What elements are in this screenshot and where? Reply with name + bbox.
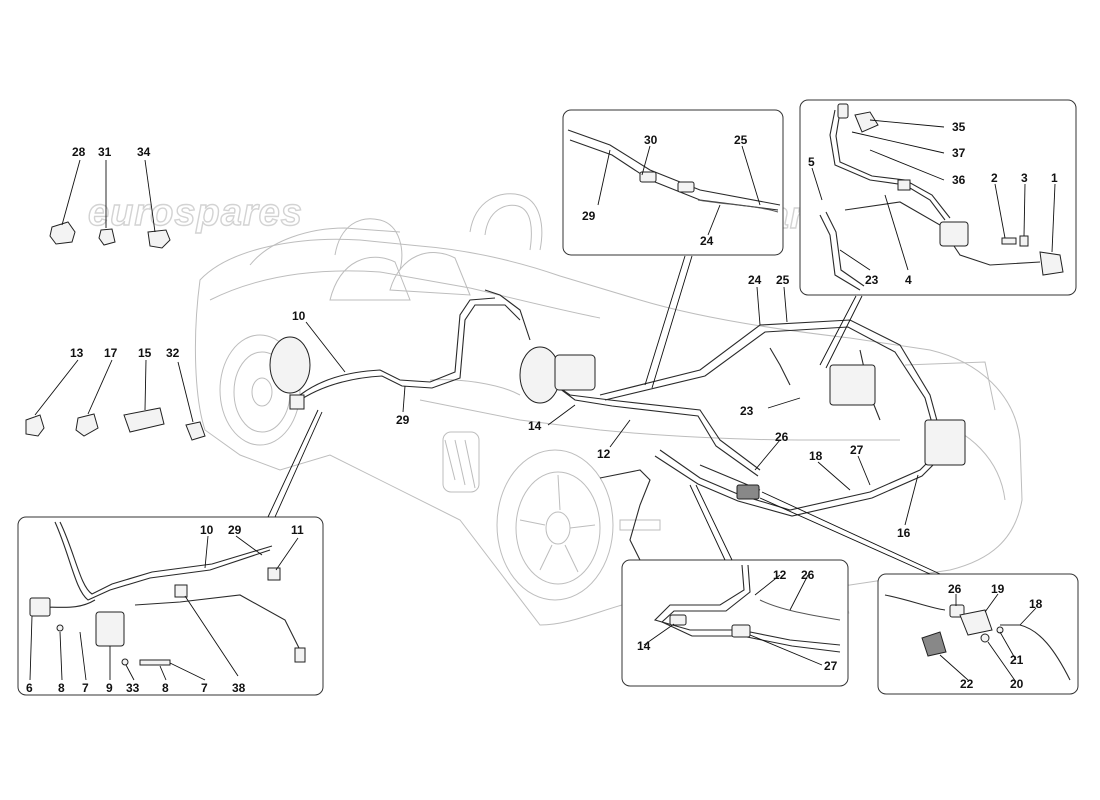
leader-lines xyxy=(29,119,1056,683)
callout-18: 18 xyxy=(1029,597,1043,611)
detail-box-top-right xyxy=(799,99,1077,296)
callout-5: 5 xyxy=(808,155,815,169)
callout-17: 17 xyxy=(104,346,118,360)
callout-8: 8 xyxy=(162,681,169,695)
callout-26: 26 xyxy=(801,568,815,582)
callout-15: 15 xyxy=(138,346,152,360)
callout-7: 7 xyxy=(82,681,89,695)
callout-29: 29 xyxy=(228,523,242,537)
callout-4: 4 xyxy=(905,273,912,287)
callout-13: 13 xyxy=(70,346,84,360)
callout-14: 14 xyxy=(637,639,651,653)
callout-21: 21 xyxy=(1010,653,1024,667)
callout-16: 16 xyxy=(897,526,911,540)
callout-19: 19 xyxy=(991,582,1005,596)
callout-32: 32 xyxy=(166,346,180,360)
callout-30: 30 xyxy=(644,133,658,147)
callout-9: 9 xyxy=(106,681,113,695)
callout-8: 8 xyxy=(58,681,65,695)
callout-23: 23 xyxy=(740,404,754,418)
callout-7: 7 xyxy=(201,681,208,695)
callout-26: 26 xyxy=(948,582,962,596)
callout-18: 18 xyxy=(809,449,823,463)
detail-box-bottom-right xyxy=(877,573,1079,695)
callout-2: 2 xyxy=(991,171,998,185)
callout-29: 29 xyxy=(582,209,596,223)
callout-10: 10 xyxy=(200,523,214,537)
callout-29: 29 xyxy=(396,413,410,427)
callout-22: 22 xyxy=(960,677,974,691)
detail-box-top-center xyxy=(562,109,784,256)
callout-14: 14 xyxy=(528,419,542,433)
loose-clips xyxy=(25,221,206,441)
callout-25: 25 xyxy=(776,273,790,287)
callout-27: 27 xyxy=(824,659,838,673)
callout-34: 34 xyxy=(137,145,151,159)
callout-37: 37 xyxy=(952,146,966,160)
callout-27: 27 xyxy=(850,443,864,457)
callout-31: 31 xyxy=(98,145,112,159)
detail-box-bottom-left xyxy=(17,516,324,696)
watermark-top-left: eurospares xyxy=(88,192,303,234)
callout-25: 25 xyxy=(734,133,748,147)
callout-11: 11 xyxy=(291,523,304,537)
brake-lines-main xyxy=(269,289,966,561)
callout-36: 36 xyxy=(952,173,966,187)
callout-12: 12 xyxy=(773,568,787,582)
callout-6: 6 xyxy=(26,681,33,695)
callout-24: 24 xyxy=(700,234,714,248)
callout-38: 38 xyxy=(232,681,246,695)
callout-33: 33 xyxy=(126,681,140,695)
callout-1: 1 xyxy=(1051,171,1058,185)
callout-labels: 28 31 34 13 17 15 32 10 29 30 25 29 24 3… xyxy=(26,120,1058,695)
callout-12: 12 xyxy=(597,447,611,461)
detail-box-bottom-center xyxy=(621,559,849,687)
callout-10: 10 xyxy=(292,309,306,323)
callout-20: 20 xyxy=(1010,677,1024,691)
callout-35: 35 xyxy=(952,120,966,134)
car-outline xyxy=(194,193,1023,626)
callout-28: 28 xyxy=(72,145,86,159)
callout-26: 26 xyxy=(775,430,789,444)
callout-24: 24 xyxy=(748,273,762,287)
callout-23: 23 xyxy=(865,273,879,287)
callout-3: 3 xyxy=(1021,171,1028,185)
